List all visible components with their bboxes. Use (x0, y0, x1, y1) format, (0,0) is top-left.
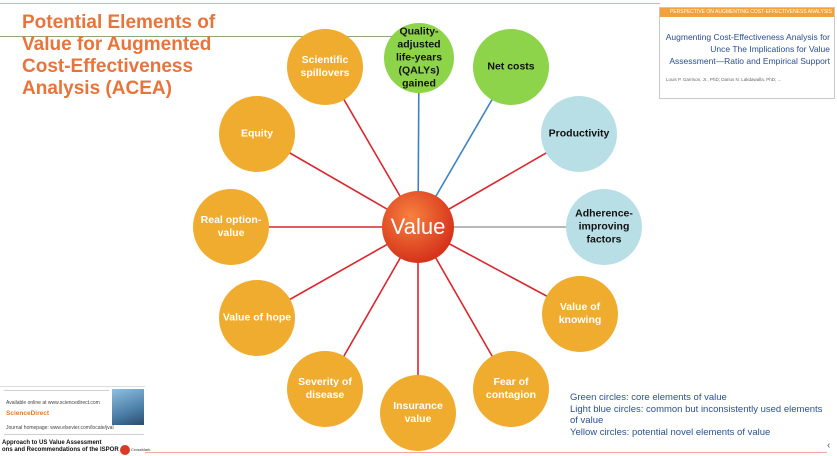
label-equity: Equity (240, 127, 274, 140)
sd-rule (4, 390, 109, 391)
legend: Green circles: core elements of value Li… (570, 392, 832, 438)
circle-value-of-hope (219, 280, 295, 356)
label-adherence: Adherence-improving factors (575, 207, 633, 246)
crossmark-icon (120, 445, 130, 455)
sd-journal-text: Journal homepage: www.elsevier.com/locat… (6, 425, 114, 431)
sd-paper-title: Approach to US Value Assessment ons and … (2, 440, 119, 453)
circle-scientific-spillovers (287, 29, 363, 105)
article-authors: Louis P. Garrison, Jr., PhD; Darius N. L… (666, 77, 782, 82)
frame-bottom-line (145, 452, 827, 453)
value-center-label: Value (390, 214, 446, 239)
crossmark-label: CrossMark (131, 447, 151, 452)
title-underline (0, 36, 400, 37)
circle-insurance-value (380, 375, 456, 451)
circle-value-of-knowing (542, 276, 618, 352)
sd-available-text: Available online at www.sciencedirect.co… (6, 400, 100, 406)
journal-cover-image (112, 389, 144, 425)
legend-yellow: Yellow circles: potential novel elements… (570, 426, 771, 438)
label-qalys: Quality-adjusted life-years (QALYs) gain… (395, 25, 443, 90)
label-value-of-knowing: Value of knowing (558, 301, 602, 326)
circle-equity (219, 96, 295, 172)
label-scientific-spillovers: Scientific spillovers (300, 54, 350, 79)
article-thumbnail: PERSPECTIVE ON AUGMENTING COST-EFFECTIVE… (659, 7, 835, 99)
label-net-costs: Net costs (487, 60, 535, 73)
corner-arrow-icon: ‹ (827, 440, 831, 451)
sciencedirect-logo: ScienceDirect (6, 410, 49, 417)
label-fear-of-contagion: Fear of contagion (485, 376, 537, 401)
value-center-circle (382, 191, 454, 263)
article-title: Augmenting Cost-Effectiveness Analysis f… (665, 32, 830, 66)
circle-net-costs (473, 29, 549, 105)
circle-productivity (541, 96, 617, 172)
frame-top-line (0, 3, 660, 4)
sciencedirect-thumbnail: Available online at www.sciencedirect.co… (0, 386, 150, 456)
circle-real-option-value (193, 189, 269, 265)
circle-severity-of-disease (287, 351, 363, 427)
page-title: Potential Elements of Value for Augmente… (22, 12, 216, 99)
legend-light-blue: Light blue circles: common but inconsist… (570, 403, 823, 427)
sd-rule (4, 434, 144, 435)
legend-green: Green circles: core elements of value (570, 392, 727, 403)
circle-qalys (384, 23, 454, 93)
article-banner: PERSPECTIVE ON AUGMENTING COST-EFFECTIVE… (660, 8, 834, 17)
label-severity-of-disease: Severity of disease (298, 376, 352, 401)
circle-fear-of-contagion (473, 351, 549, 427)
element-circles (193, 23, 642, 451)
label-insurance-value: Insurance value (393, 400, 443, 425)
label-value-of-hope: Value of hope (222, 311, 292, 324)
circle-adherence (566, 189, 642, 265)
label-real-option-value: Real option-value (200, 214, 262, 239)
label-productivity: Productivity (548, 127, 610, 140)
